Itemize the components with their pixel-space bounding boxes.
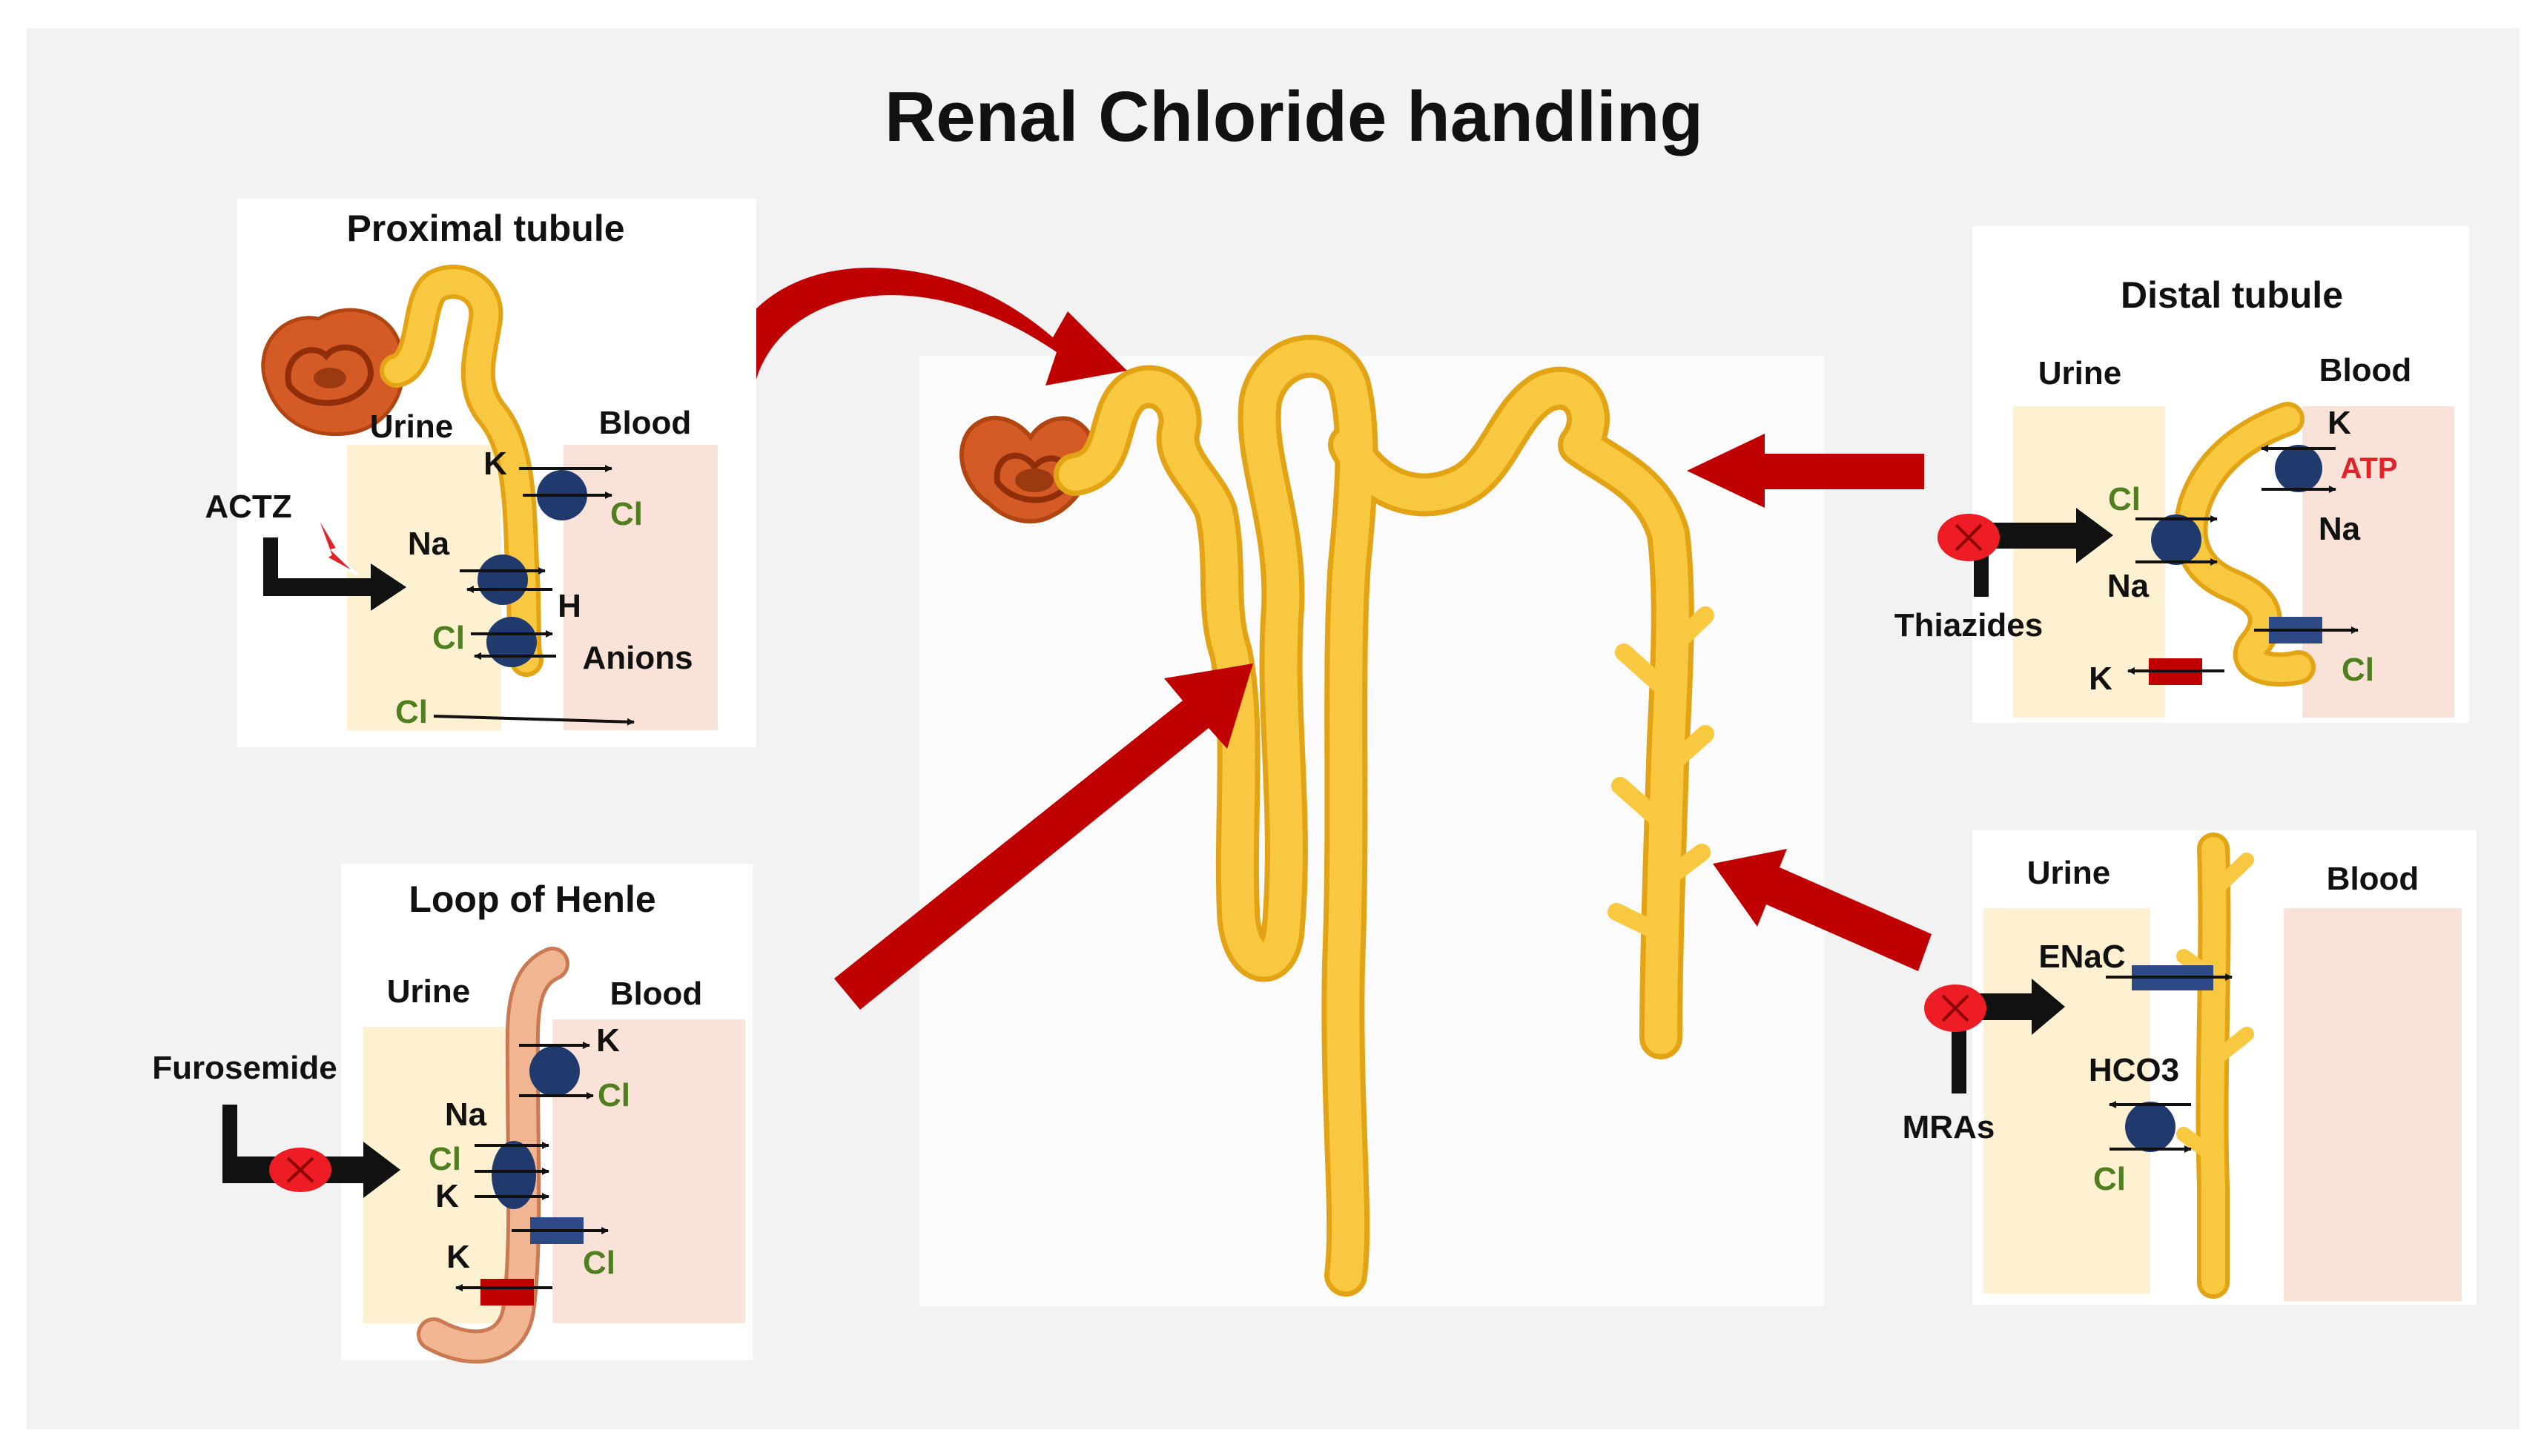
distal-atp: ATP (2340, 452, 2397, 485)
distal-cl-right: Cl (2342, 652, 2374, 688)
henle-cl-mid: Cl (429, 1141, 461, 1177)
henle-cl-right: Cl (583, 1245, 615, 1281)
proximal-drug-arrow (263, 537, 406, 611)
central-glomerulus (959, 415, 1096, 524)
henle-drug-label: Furosemide (152, 1050, 337, 1086)
distal-blood-zone (2302, 406, 2454, 718)
distal-na-left: Na (2107, 568, 2150, 604)
henle-k-bottom: K (446, 1239, 470, 1275)
proximal-glomerulus (261, 308, 405, 437)
henle-blood-label: Blood (610, 976, 703, 1012)
distal-urine-label: Urine (2038, 355, 2121, 391)
central-nephron (959, 334, 1714, 1297)
proximal-cl-bottom: Cl (395, 694, 428, 730)
proximal-blood-label: Blood (599, 405, 692, 441)
distal-heading: Distal tubule (2121, 274, 2343, 316)
proximal-tubule-panel: Proximal tubule Urine Blood ACTZ K Cl Na… (205, 199, 756, 747)
arrow-to-collecting (1713, 849, 1932, 971)
ncc-cotransporter (2151, 514, 2201, 565)
red-pointer-arrows (716, 268, 1932, 1010)
proximal-urine-label: Urine (370, 408, 453, 445)
collecting-hco3: HCO3 (2089, 1052, 2179, 1088)
diagram-title: Renal Chloride handling (885, 77, 1703, 156)
distal-blood-label: Blood (2319, 352, 2412, 388)
collecting-duct-branches (1608, 606, 1714, 943)
distal-tubule-panel: Distal tubule Urine Blood Thiazides K AT… (1894, 226, 2469, 723)
henle-drug-arrow (222, 1105, 400, 1198)
curved-arrow-to-proximal (716, 268, 1127, 394)
loop-of-henle-panel: Loop of Henle Urine Blood Furosemide K C… (152, 864, 753, 1364)
nhe-exchanger (478, 555, 528, 605)
collecting-cl: Cl (2093, 1161, 2126, 1197)
nkcc2-cotransporter (492, 1141, 536, 1209)
collecting-duct-panel: Urine Blood MRAs ENaC HCO3 Cl (1903, 830, 2477, 1305)
collecting-drug-label: MRAs (1903, 1109, 1995, 1145)
paracellular-cl-arrow (433, 715, 635, 726)
proximal-anions: Anions (582, 640, 693, 676)
romk-channel (480, 1279, 534, 1306)
distal-drug-label: Thiazides (1894, 607, 2044, 643)
collecting-urine-label: Urine (2027, 855, 2110, 891)
nak-atpase-pump (2275, 445, 2322, 492)
arrow-to-henle (834, 664, 1253, 1010)
collecting-transporters (2106, 965, 2233, 1153)
collecting-blood-label: Blood (2327, 861, 2419, 897)
henle-na: Na (445, 1096, 487, 1133)
proximal-heading: Proximal tubule (346, 208, 624, 249)
henle-cl-top: Cl (598, 1077, 630, 1113)
collecting-blood-zone (2284, 908, 2462, 1301)
proximal-na: Na (408, 526, 450, 562)
henle-heading: Loop of Henle (409, 878, 655, 920)
proximal-h: H (558, 588, 581, 624)
arrow-to-distal (1687, 434, 1924, 508)
proximal-k: K (483, 446, 507, 482)
collecting-enac: ENaC (2038, 939, 2125, 975)
proximal-transporters (433, 465, 635, 726)
distal-k-bottom: K (2089, 661, 2112, 697)
distal-cl-left: Cl (2108, 481, 2141, 517)
proximal-drug-label: ACTZ (205, 489, 291, 525)
henle-k-mid: K (435, 1178, 459, 1214)
henle-transporters (455, 1042, 609, 1306)
collecting-urine-zone (1983, 908, 2150, 1294)
anion-exchanger (486, 617, 537, 667)
pendrin-exchanger (2125, 1102, 2175, 1152)
henle-k-top: K (596, 1022, 620, 1059)
henle-urine-label: Urine (387, 973, 470, 1010)
proximal-cl-top: Cl (610, 496, 643, 532)
proximal-blood-zone (564, 445, 718, 730)
lightning-bolt-icon (314, 511, 359, 576)
distal-na-right: Na (2319, 511, 2361, 547)
kcc-cotransporter (529, 1046, 580, 1096)
distal-transporters (2127, 445, 2359, 685)
proximal-cl-mid: Cl (432, 620, 465, 656)
henle-blood-zone (552, 1019, 745, 1323)
distal-k-top: K (2327, 405, 2351, 441)
